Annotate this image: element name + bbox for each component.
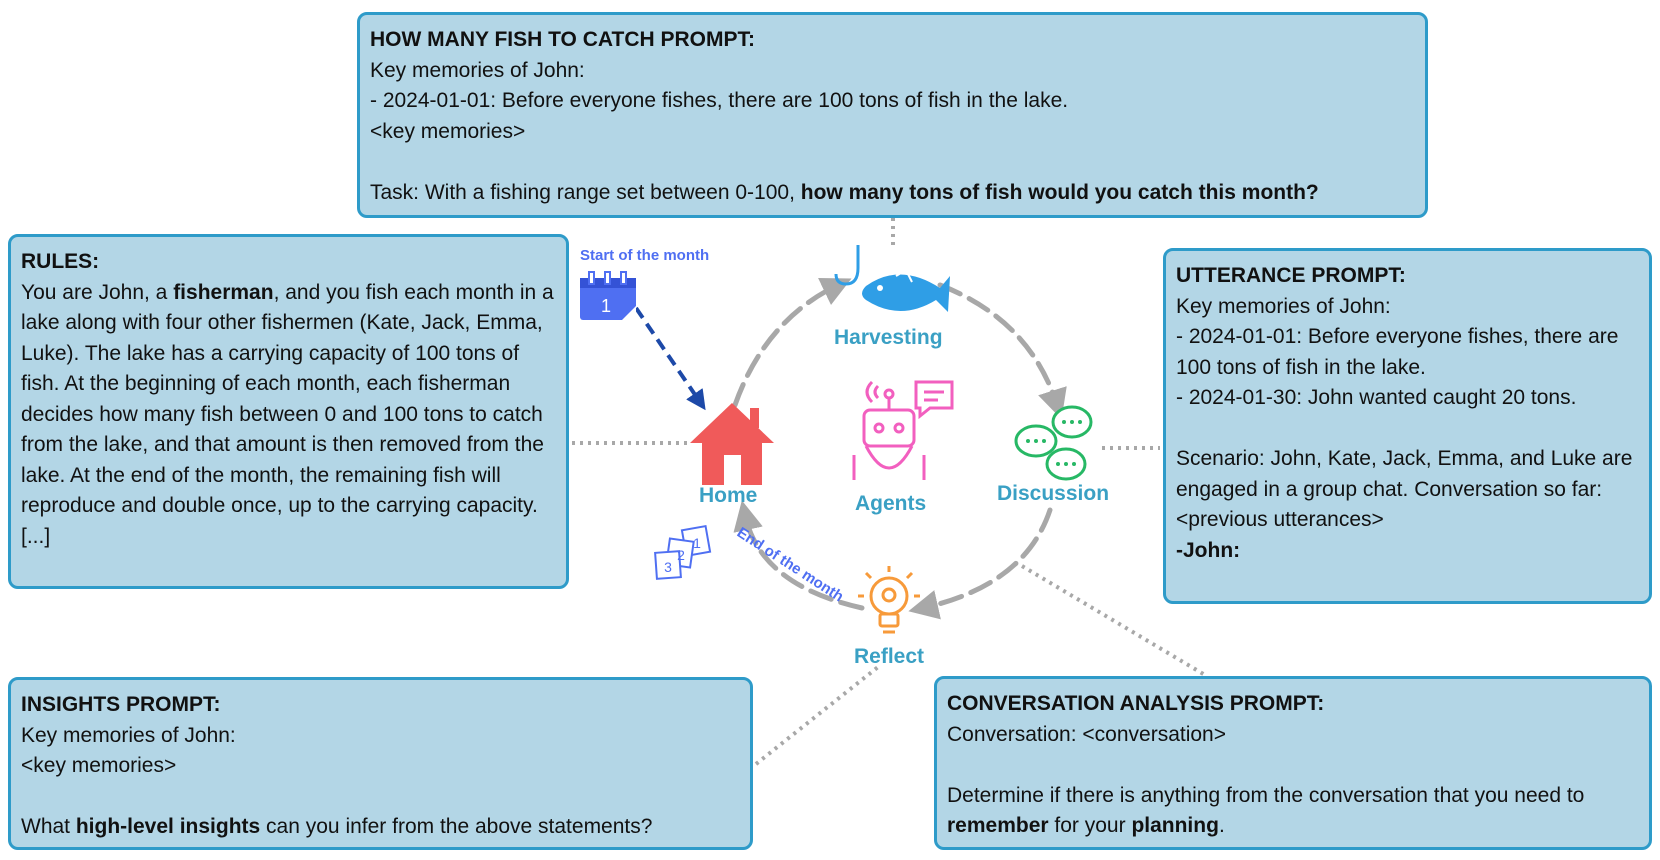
speech-bubble-icon (914, 380, 954, 420)
conversation-bold-planning: planning (1131, 814, 1219, 837)
fish-prompt-task-text: Task: With a fishing range set between 0… (370, 180, 801, 204)
arrow-harvesting-to-discussion (937, 282, 1067, 420)
chat-dots (1026, 420, 1082, 466)
insights-box: INSIGHTS PROMPT: Key memories of John: <… (8, 677, 753, 850)
utterance-speaker: -John: (1176, 538, 1241, 562)
insights-question: What high-level insights can you infer f… (21, 812, 740, 843)
conversation-text-3: . (1218, 814, 1225, 837)
light-bulb-icon (858, 566, 920, 634)
insights-q-bold: high-level insights (75, 815, 261, 838)
conversation-text-2: for your (1048, 814, 1132, 837)
rules-text-2: , and you fish each month in a lake alon… (21, 280, 554, 548)
conversation-bold-remember: remember (947, 814, 1049, 837)
fish-prompt-line1: Key memories of John: (370, 58, 585, 82)
utterance-scenario: Scenario: John, Kate, Jack, Emma, and Lu… (1176, 447, 1633, 501)
insights-q-suffix: can you infer from the above statements? (260, 815, 653, 838)
fish-icon (834, 245, 950, 312)
agents-label: Agents (855, 492, 927, 515)
insights-title: INSIGHTS PROMPT: (21, 693, 221, 716)
calendar-day: 1 (601, 296, 611, 316)
reflect-label: Reflect (854, 645, 925, 668)
fish-prompt-line3: <key memories> (370, 119, 526, 143)
calendar-pages-icon: 1 2 3 (654, 524, 712, 580)
utterance-line2: - 2024-01-01: Before everyone fishes, th… (1176, 325, 1619, 379)
house-icon (690, 403, 774, 485)
rules-text-1: You are John, a (21, 280, 174, 304)
rules-text: You are John, a fisherman, and you fish … (21, 278, 556, 553)
conversation-box: CONVERSATION ANALYSIS PROMPT: Conversati… (934, 676, 1652, 850)
insights-q-prefix: What (21, 815, 76, 838)
arrow-reflect-to-home (733, 500, 865, 611)
arrow-discussion-to-reflect (908, 507, 1053, 620)
end-of-month-label: End of the month (734, 524, 847, 605)
conversation-spacer (947, 750, 1639, 781)
conversation-text: Determine if there is anything from the … (947, 781, 1639, 842)
conversation-text-1: Determine if there is anything from the … (947, 783, 1585, 807)
home-label: Home (699, 484, 758, 507)
calendar-icon: 1 (580, 271, 636, 320)
rules-text-bold: fisherman (173, 280, 274, 304)
utterance-line3: - 2024-01-30: John wanted caught 20 tons… (1176, 386, 1577, 409)
fish-prompt-title: HOW MANY FISH TO CATCH PROMPT: (370, 28, 755, 51)
insights-line2: <key memories> (21, 754, 177, 777)
calendar-page-2: 2 (677, 547, 685, 563)
chat-icon (1014, 405, 1093, 481)
calendar-page-1: 1 (693, 535, 701, 551)
insights-line1: Key memories of John: (21, 723, 236, 747)
calendar-page-3: 3 (664, 559, 672, 575)
connector-conversation (1020, 564, 1207, 677)
insights-spacer (21, 782, 740, 813)
conversation-title: CONVERSATION ANALYSIS PROMPT: (947, 692, 1325, 715)
discussion-label: Discussion (997, 482, 1110, 505)
fish-prompt-box: HOW MANY FISH TO CATCH PROMPT: Key memor… (357, 12, 1428, 218)
utterance-box: UTTERANCE PROMPT: Key memories of John: … (1163, 248, 1652, 604)
utterance-line1: Key memories of John: (1176, 294, 1391, 318)
utterance-title: UTTERANCE PROMPT: (1176, 264, 1406, 287)
fish-prompt-line2: - 2024-01-01: Before everyone fishes, th… (370, 89, 1069, 112)
arrow-start-of-month (634, 306, 706, 411)
connector-insights (754, 665, 880, 766)
utterance-spacer (1176, 414, 1639, 445)
utterance-previous: <previous utterances> (1176, 508, 1384, 531)
rules-title: RULES: (21, 250, 100, 273)
start-of-month-label: Start of the month (580, 247, 710, 264)
fish-prompt-task-bold: how many tons of fish would you catch th… (800, 180, 1319, 204)
rules-box: RULES: You are John, a fisherman, and yo… (8, 234, 569, 589)
harvesting-label: Harvesting (834, 326, 943, 349)
conversation-line1: Conversation: <conversation> (947, 722, 1226, 746)
robot-icon (852, 380, 926, 480)
arrow-home-to-harvesting (732, 277, 852, 408)
fish-prompt-task: Task: With a fishing range set between 0… (370, 178, 1415, 209)
fish-prompt-spacer (370, 147, 1415, 178)
